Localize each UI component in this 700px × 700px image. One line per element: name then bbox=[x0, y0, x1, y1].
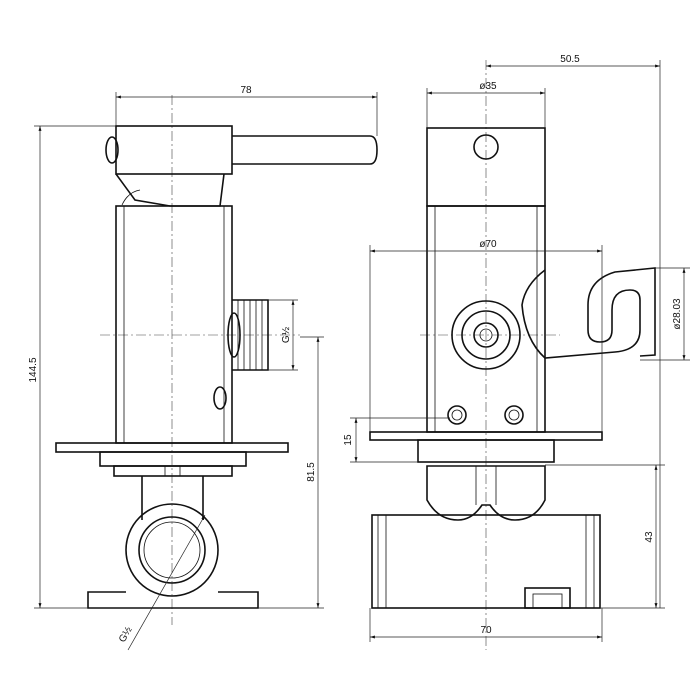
inlet-thread-label: G½ bbox=[117, 624, 135, 644]
outlet-height-label: 81.5 bbox=[306, 462, 317, 482]
dim-width-label: 78 bbox=[240, 85, 252, 96]
base-clip-inner bbox=[532, 593, 563, 609]
inlet-pipe-inner bbox=[138, 516, 206, 584]
mount-ring-front bbox=[417, 439, 555, 463]
side-view: 78 144.5 G½ 81.5 G½ bbox=[28, 85, 378, 651]
offset-dim-label: 50.5 bbox=[560, 54, 580, 65]
side-plug bbox=[213, 386, 227, 410]
base-plate bbox=[87, 591, 259, 609]
outlet-port-bore bbox=[479, 328, 493, 342]
screw-right-inner bbox=[508, 409, 520, 421]
stem-notch bbox=[164, 466, 181, 476]
stem bbox=[141, 476, 204, 520]
mount-ring bbox=[99, 451, 247, 467]
shower-holder bbox=[521, 267, 656, 359]
base-clip bbox=[524, 587, 571, 609]
inlet-thread-leader bbox=[127, 514, 206, 651]
holder-diameter-label: ø28.03 bbox=[672, 298, 683, 330]
screw-right bbox=[504, 405, 524, 425]
mount-ring-inner bbox=[113, 465, 233, 477]
cap-diameter-label: ø35 bbox=[479, 81, 497, 92]
outlet-port-mid bbox=[461, 310, 511, 360]
handle-cap bbox=[115, 125, 233, 175]
screw-left-inner bbox=[451, 409, 463, 421]
inlet-pipe-outer bbox=[125, 503, 219, 597]
plate-diameter-label: ø70 bbox=[479, 239, 497, 250]
outlet-collar bbox=[227, 312, 241, 358]
handle-hole bbox=[473, 134, 499, 160]
inlet-pipe-bore bbox=[143, 521, 201, 579]
body-height-label: 43 bbox=[644, 531, 655, 543]
screw-left bbox=[447, 405, 467, 425]
front-view: 50.5 ø35 ø70 ø28.03 15 43 70 bbox=[343, 54, 690, 650]
outlet-port-inner bbox=[473, 322, 499, 348]
pipe-length-label: 70 bbox=[480, 625, 492, 636]
handle-skirt bbox=[115, 173, 225, 207]
dim-height-label: 144.5 bbox=[28, 357, 39, 382]
plate-gap-label: 15 bbox=[343, 434, 354, 446]
handle-curve bbox=[121, 189, 141, 206]
outlet-port-outer bbox=[451, 300, 521, 370]
outlet-thread-label: G½ bbox=[281, 326, 292, 343]
thread-lines bbox=[237, 300, 263, 370]
handle-knob bbox=[105, 136, 119, 164]
lever-handle bbox=[232, 135, 378, 165]
valve-body bbox=[115, 205, 233, 444]
inlet-pipe-front bbox=[371, 514, 601, 609]
